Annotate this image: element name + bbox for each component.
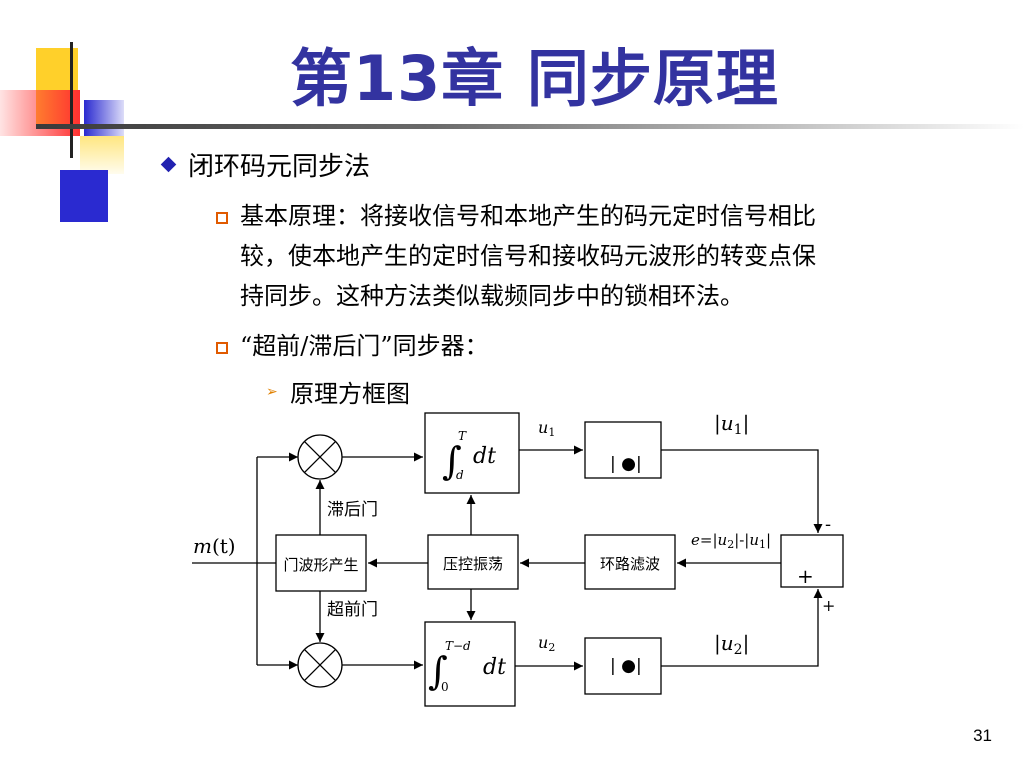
page-number: 31 — [973, 726, 992, 745]
deco-yellow-small — [80, 136, 124, 174]
abs-top-label: | ●| — [610, 454, 642, 474]
absu1-to-summer-arrow — [661, 449, 823, 533]
vco-label: 压控振荡 — [443, 555, 503, 573]
u2-label: u2 — [538, 633, 555, 654]
integral-bottom-lower: 0 — [441, 680, 449, 694]
vco-box — [427, 534, 519, 590]
multiplier-bottom-icon — [297, 642, 343, 688]
integral-top-upper: T — [458, 429, 467, 443]
arrow-bullet-icon: ➢ — [266, 384, 278, 400]
deco-blue-block — [60, 170, 108, 222]
principle-line-3: 持同步。这种方法类似载频同步中的锁相环法。 — [240, 282, 744, 310]
gate-generator-box — [275, 534, 367, 592]
minus-sign: - — [825, 514, 831, 535]
abs-bottom-label: | ●| — [610, 656, 642, 676]
principle-line-1: 基本原理：将接收信号和本地产生的码元定时信号相比 — [240, 202, 816, 230]
multiplier-top-icon — [297, 434, 343, 480]
title-divider — [36, 124, 1024, 129]
deco-vertical-line — [70, 42, 73, 158]
plus-sign-inner: + — [797, 564, 814, 588]
integrator-bottom-box — [424, 621, 516, 707]
slide-title: 第13章 同步原理 — [290, 42, 779, 115]
error-label: e=|u2|-|u1| — [691, 531, 771, 551]
loop-filter-box — [584, 534, 676, 590]
integral-bottom-icon: ∫ — [428, 649, 448, 693]
early-late-gate-heading: “超前/滞后门”同步器： — [240, 332, 489, 360]
summer-box — [780, 534, 844, 588]
input-signal-label: m(t) — [193, 534, 236, 558]
block-diagram-label: 原理方框图 — [290, 380, 410, 408]
integral-top-body: dt — [473, 444, 496, 469]
integral-bottom-body: dt — [483, 655, 506, 680]
deco-blue-small — [84, 100, 124, 136]
integral-top-lower: d — [456, 468, 464, 482]
integral-top-icon: ∫ — [442, 439, 462, 483]
u1-label: u1 — [538, 418, 555, 439]
integrator-top-box — [424, 412, 520, 494]
gate-generator-label: 门波形产生 — [283, 556, 358, 574]
principle-line-2: 较，使本地产生的定时信号和接收码元波形的转变点保 — [240, 242, 816, 270]
loop-filter-label: 环路滤波 — [600, 555, 660, 573]
bullet-square-icon — [216, 212, 228, 224]
early-gate-label: 超前门 — [327, 600, 378, 620]
bullet-square-icon — [216, 342, 228, 354]
abs-u2-label: |u2| — [714, 631, 749, 658]
bullet-closed-loop-sync: 闭环码元同步法 — [188, 152, 371, 182]
integral-bottom-upper: T−d — [445, 639, 471, 653]
late-gate-label: 滞后门 — [327, 500, 378, 520]
abs-u1-label: |u1| — [714, 411, 749, 438]
absu2-to-summer-arrow — [661, 589, 823, 667]
plus-sign-outer: + — [822, 596, 835, 615]
